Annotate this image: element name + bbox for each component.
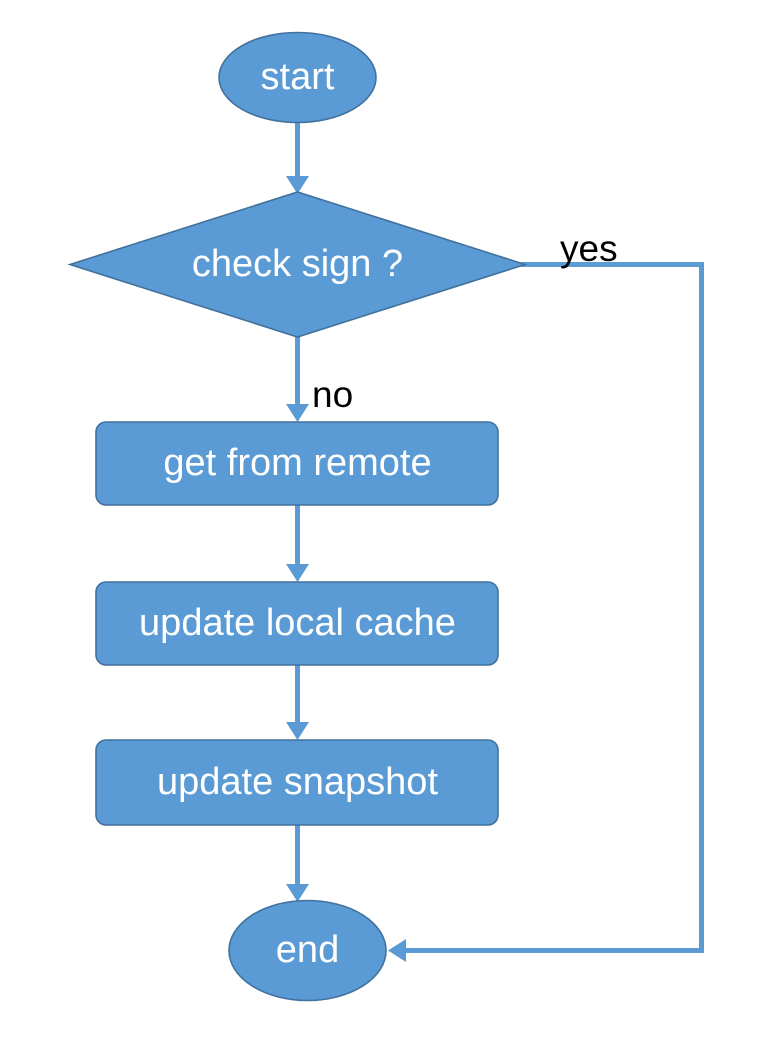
arrowhead-icon xyxy=(286,404,309,422)
node-update-snapshot[interactable]: update snapshot xyxy=(95,739,499,826)
node-get-from-remote-shape[interactable] xyxy=(95,421,499,506)
edge-get-from-remote-to-update-local-cache xyxy=(286,505,309,582)
arrowhead-icon xyxy=(286,564,309,582)
node-update-local-cache[interactable]: update local cache xyxy=(95,581,499,666)
edge-label-no: no xyxy=(312,374,353,415)
node-get-from-remote[interactable]: get from remote xyxy=(95,421,499,506)
edge-line xyxy=(400,262,704,953)
node-end-shape[interactable] xyxy=(228,899,387,1002)
node-check-sign-shape[interactable] xyxy=(67,191,528,338)
node-check-sign-label: check sign ? xyxy=(192,243,403,285)
node-end-label: end xyxy=(276,929,339,971)
edge-check-sign-to-end xyxy=(388,262,704,962)
edge-check-sign-to-get-from-remote xyxy=(286,333,309,422)
node-update-local-cache-shape[interactable] xyxy=(95,581,499,666)
arrowhead-icon xyxy=(286,722,309,740)
edge-start-to-check-sign xyxy=(286,118,309,194)
node-start-shape[interactable] xyxy=(218,31,377,124)
edge-update-snapshot-to-end xyxy=(286,825,309,902)
edge-label-yes: yes xyxy=(560,228,618,269)
node-update-snapshot-label: update snapshot xyxy=(157,761,438,803)
node-get-from-remote-label: get from remote xyxy=(163,442,431,484)
node-start-label: start xyxy=(261,56,335,98)
node-start[interactable]: start xyxy=(218,31,377,124)
edge-update-local-cache-to-update-snapshot xyxy=(286,665,309,740)
node-end[interactable]: end xyxy=(228,899,387,1002)
arrowhead-icon xyxy=(286,176,309,194)
node-update-local-cache-label: update local cache xyxy=(139,602,456,644)
node-update-snapshot-shape[interactable] xyxy=(95,739,499,826)
arrowhead-icon xyxy=(388,939,406,962)
arrowhead-icon xyxy=(286,884,309,902)
node-check-sign[interactable]: check sign ? xyxy=(67,191,528,338)
